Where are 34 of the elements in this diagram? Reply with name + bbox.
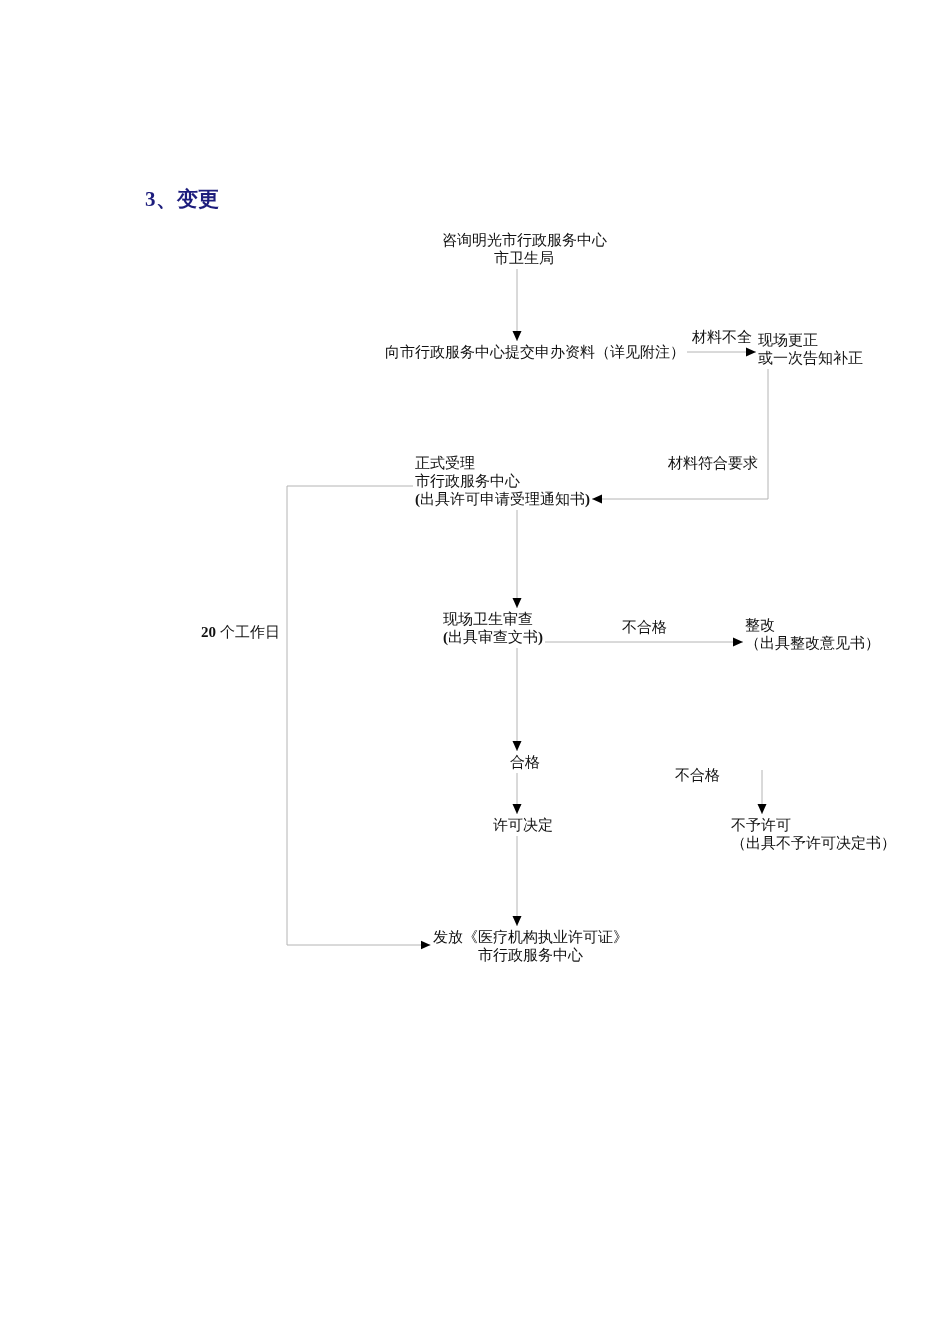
step-note: 市行政服务中心	[415, 472, 520, 490]
arrow	[591, 368, 769, 504]
arrow	[757, 769, 767, 815]
step-label: 发放《医疗机构执业许可证》	[432, 928, 628, 946]
edge-label: 材料符合要求	[668, 454, 758, 472]
edge-label: 材料不全	[691, 328, 752, 346]
step-note: （出具不予许可决定书）	[731, 834, 896, 852]
arrow	[512, 835, 522, 927]
arrow	[512, 268, 522, 342]
step-label: 整改	[745, 616, 775, 634]
step-label: 现场卫生审查	[443, 610, 533, 628]
step-label: 现场更正	[758, 331, 818, 349]
step-label: 咨询明光市行政服务中心	[441, 231, 607, 249]
step-note: 市行政服务中心	[477, 946, 583, 964]
step-note: （出具整改意见书）	[745, 634, 880, 652]
step-note: 或一次告知补正	[758, 349, 863, 367]
step-label: 合格	[510, 753, 540, 771]
arrow	[286, 485, 431, 950]
step-label: 正式受理	[415, 454, 475, 472]
step-label: 许可决定	[493, 816, 553, 834]
arrow	[512, 647, 522, 752]
arrow	[512, 772, 522, 815]
step-note: (出具审查文书)	[443, 628, 543, 646]
diagram-title: 3、变更	[145, 186, 219, 212]
arrow	[512, 509, 522, 609]
arrow	[686, 347, 757, 357]
step-note: (出具许可申请受理通知书)	[415, 490, 590, 508]
edge-label: 不合格	[675, 766, 720, 784]
step-label: 不予许可	[731, 816, 791, 834]
arrow	[544, 637, 744, 647]
edge-label: 不合格	[621, 618, 667, 636]
step-note: 市卫生局	[494, 249, 554, 267]
edge-label: 20 个工作日	[201, 623, 280, 641]
step-label: 向市行政服务中心提交申办资料（详见附注）	[385, 343, 685, 361]
